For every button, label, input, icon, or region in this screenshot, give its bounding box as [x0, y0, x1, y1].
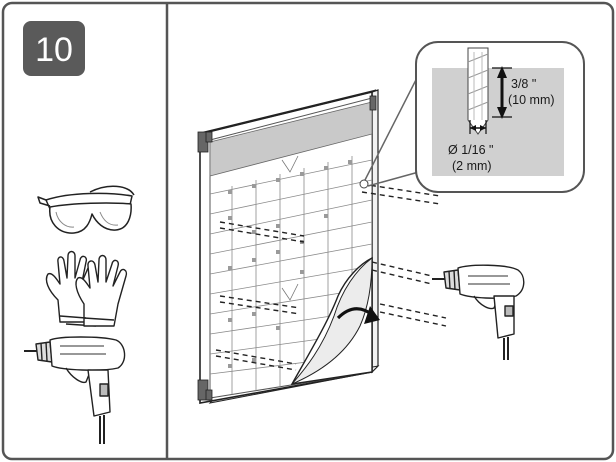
arrow-head — [364, 306, 380, 324]
step-number: 10 — [35, 31, 73, 69]
detail-background — [432, 68, 564, 176]
step-badge: 10 — [23, 21, 85, 76]
callout-leader — [364, 67, 423, 181]
power-drill-icon — [432, 264, 525, 360]
safety-glasses-icon — [37, 185, 135, 234]
depth-imperial-label: 3/8 " — [511, 77, 536, 91]
peeled-corner — [290, 256, 380, 385]
detail-callout: 3/8 " (10 mm) Ø 1/16 " (2 mm) — [415, 41, 585, 193]
power-drill-icon — [24, 336, 126, 444]
header-band — [209, 101, 373, 177]
corner-brackets — [197, 95, 377, 401]
diameter-metric-label: (2 mm) — [452, 159, 492, 173]
diameter-imperial-label: Ø 1/16 " — [448, 143, 493, 157]
depth-metric-label: (10 mm) — [508, 93, 555, 107]
drill-guide-lines — [215, 183, 447, 371]
hole-marker — [359, 179, 369, 189]
work-gloves-icon — [45, 250, 128, 327]
